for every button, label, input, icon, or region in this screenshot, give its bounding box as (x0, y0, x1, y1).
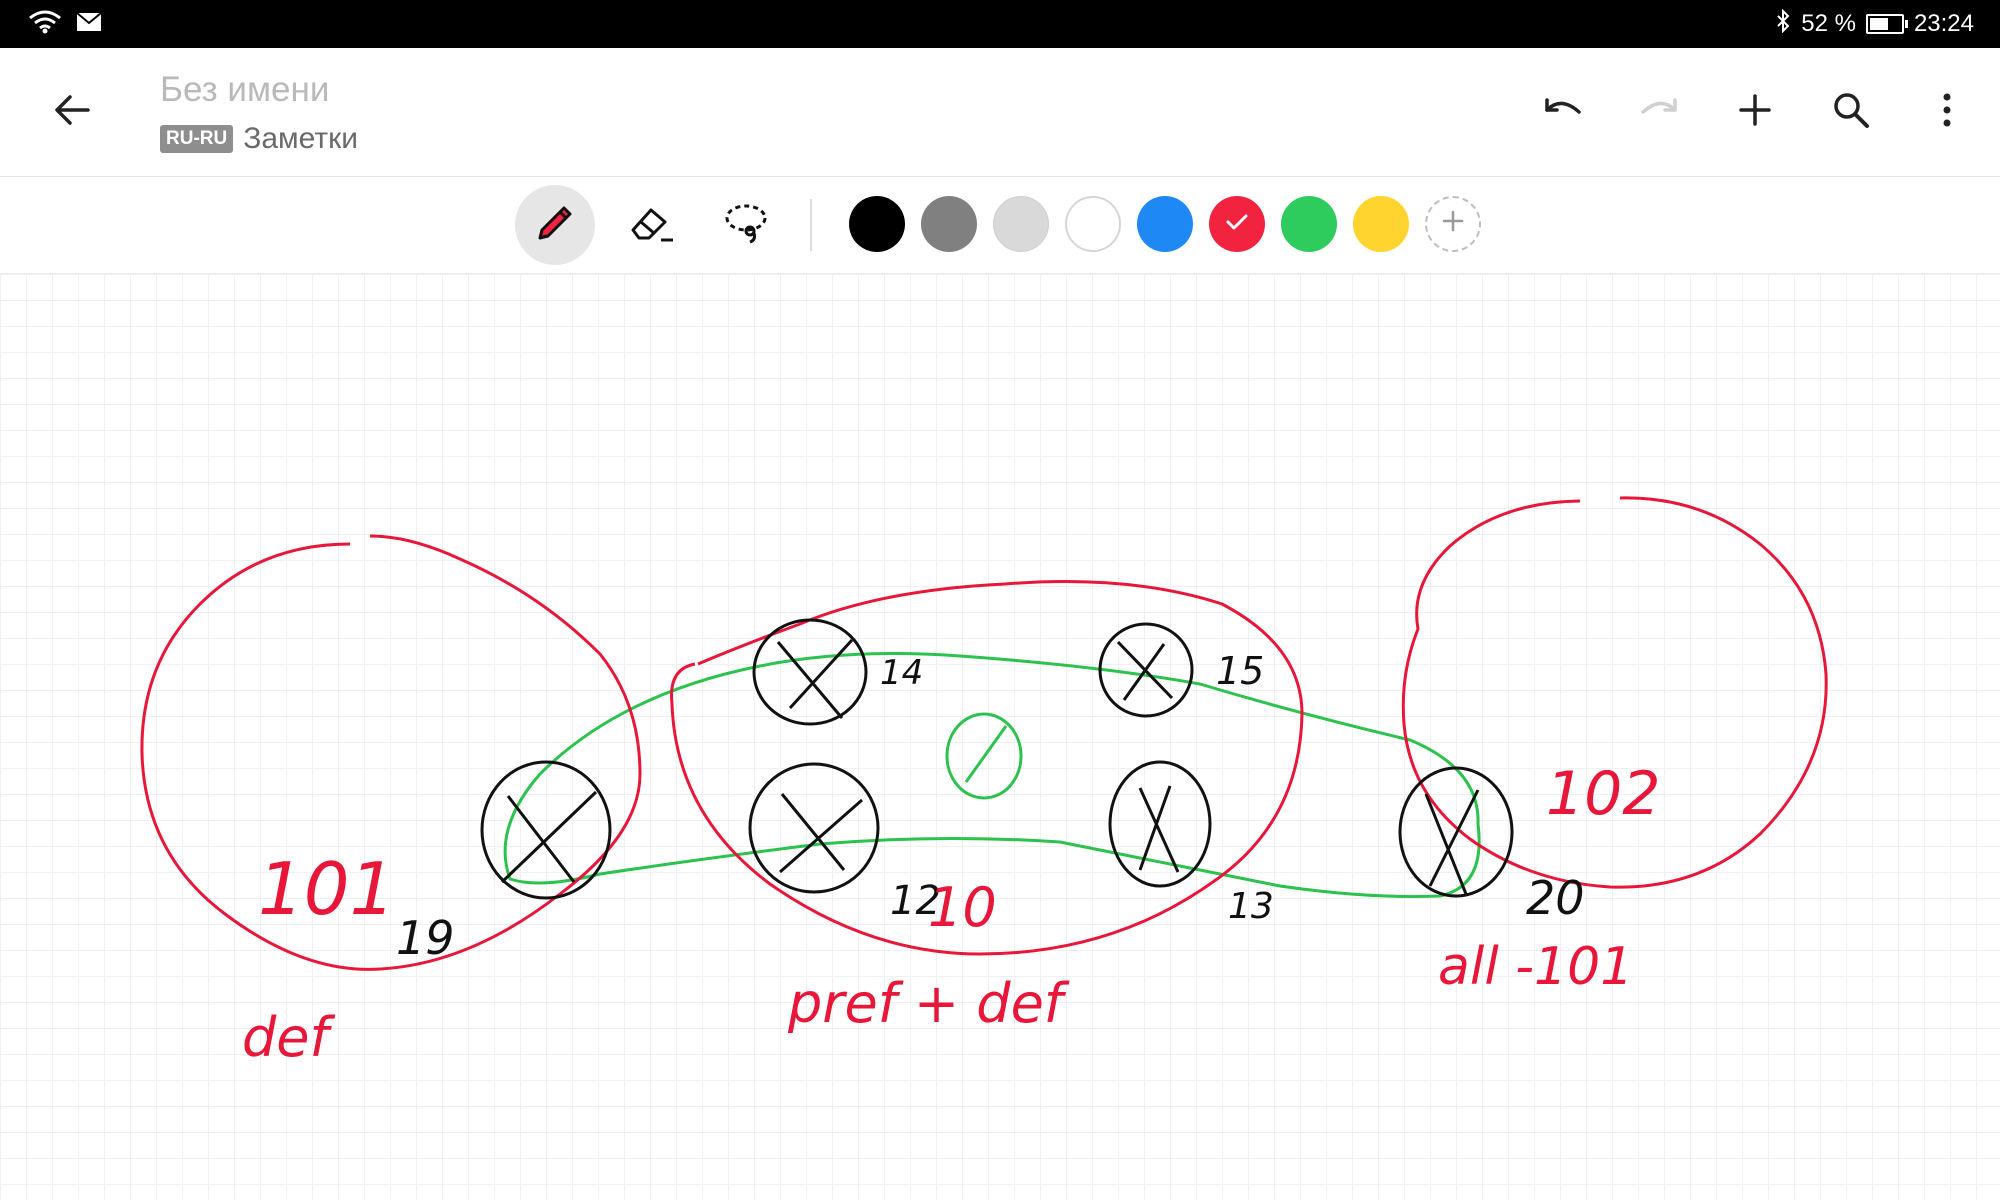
node-label-20: 20 (1526, 871, 1585, 925)
wifi-icon (28, 10, 62, 39)
green-small-circle (945, 712, 1023, 800)
node-label-14: 14 (880, 653, 923, 693)
node-20 (1398, 766, 1514, 898)
node-label-13: 13 (1228, 886, 1274, 927)
color-swatch-gray[interactable] (921, 196, 977, 252)
eraser-icon (627, 202, 677, 249)
color-swatch-yellow[interactable] (1353, 196, 1409, 252)
annotation-pref-def: pref + def (787, 972, 1070, 1035)
app-bar: Без имени RU-RU Заметки (0, 48, 2000, 177)
red-loop-10 (669, 580, 1304, 956)
pen-tool[interactable] (515, 185, 595, 265)
drawing-toolbar (0, 177, 2000, 274)
language-badge: RU-RU (160, 125, 234, 153)
region-label-102: 102 (1546, 759, 1661, 829)
color-swatch-white[interactable] (1065, 196, 1121, 252)
app-actions (1530, 78, 1980, 146)
annotation-def: def (242, 1006, 336, 1069)
node-19 (480, 760, 612, 900)
color-swatch-blue[interactable] (1137, 196, 1193, 252)
search-icon (1832, 91, 1870, 134)
add-color-button[interactable] (1425, 196, 1481, 252)
battery-icon (1865, 14, 1908, 34)
add-button[interactable] (1722, 79, 1788, 145)
more-vertical-icon (1941, 92, 1953, 133)
color-swatch-green[interactable] (1281, 196, 1337, 252)
search-button[interactable] (1818, 79, 1884, 145)
node-14 (752, 618, 868, 726)
checkmark-icon (1225, 212, 1249, 237)
toolbar-divider (810, 199, 812, 251)
plus-icon (1441, 207, 1465, 241)
red-loop-101 (140, 534, 642, 971)
mail-icon (76, 12, 102, 37)
back-arrow-icon (52, 92, 92, 133)
redo-button[interactable] (1626, 79, 1692, 145)
lasso-icon (722, 200, 772, 251)
undo-icon (1541, 94, 1585, 131)
node-label-12: 12 (890, 878, 941, 924)
note-title[interactable]: Без имени (160, 70, 330, 109)
annotation-all-101: all -101 (1438, 937, 1633, 997)
notebook-name[interactable]: Заметки (243, 122, 358, 155)
bluetooth-icon (1775, 8, 1791, 40)
battery-percent: 52 % (1801, 10, 1856, 37)
lasso-tool[interactable] (707, 185, 787, 265)
node-label-15: 15 (1216, 649, 1264, 693)
back-button[interactable] (40, 88, 104, 136)
color-swatch-red[interactable] (1209, 196, 1265, 252)
note-meta: RU-RU Заметки (160, 122, 358, 156)
drawing-canvas[interactable]: 14 15 19 12 13 20 101 10 102 def pref + … (0, 274, 2000, 1200)
color-swatch-light-gray[interactable] (993, 196, 1049, 252)
node-15 (1098, 622, 1194, 718)
region-label-101: 101 (258, 847, 395, 931)
redo-icon (1637, 94, 1681, 131)
node-13 (1108, 760, 1212, 888)
region-label-10: 10 (928, 876, 997, 939)
eraser-tool[interactable] (612, 185, 692, 265)
undo-button[interactable] (1530, 79, 1596, 145)
node-label-19: 19 (396, 911, 455, 965)
more-button[interactable] (1914, 79, 1980, 145)
color-swatch-black[interactable] (849, 196, 905, 252)
red-loop-102 (1401, 496, 1828, 889)
plus-icon (1738, 93, 1772, 132)
clock: 23:24 (1913, 10, 1974, 37)
handwritten-drawing: 14 15 19 12 13 20 101 10 102 def pref + … (140, 496, 1828, 1069)
node-12 (748, 762, 880, 894)
status-bar: 52 % 23:24 (0, 0, 2000, 48)
pen-icon (532, 200, 578, 251)
green-outline-stroke (503, 652, 1481, 899)
